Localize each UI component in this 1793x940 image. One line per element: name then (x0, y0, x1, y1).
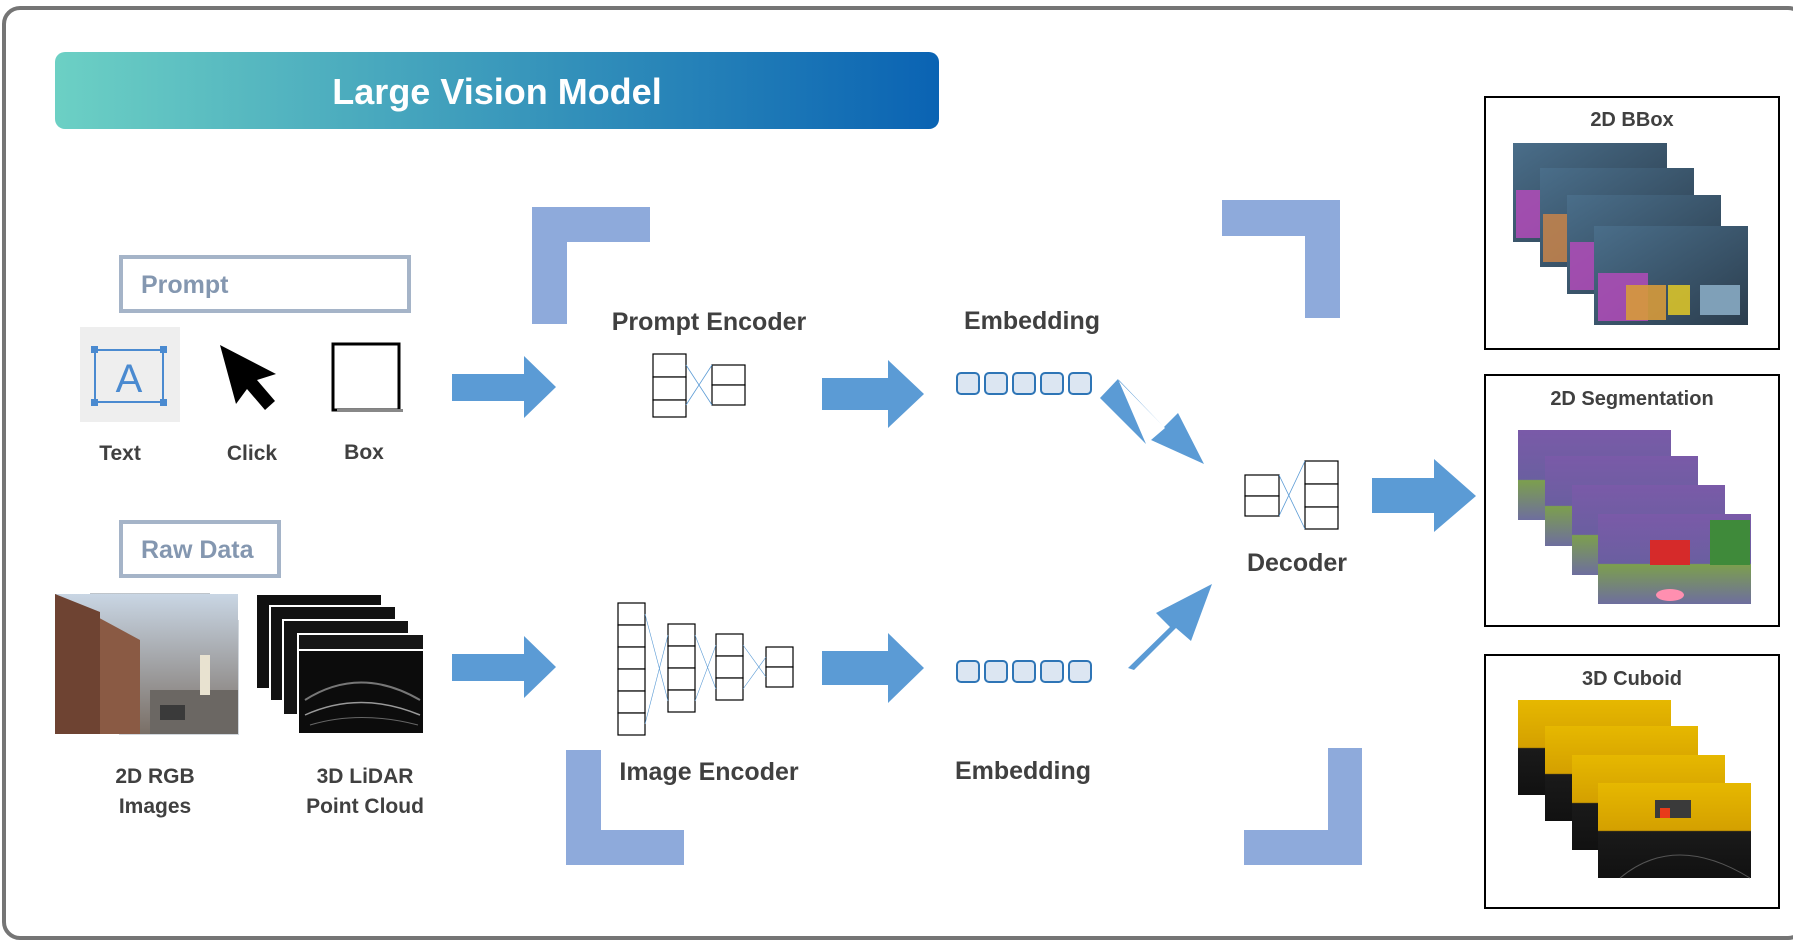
box-icon (331, 342, 403, 412)
prompt-label-box: Prompt (119, 255, 411, 313)
arrow-raw-to-encoder (452, 636, 556, 698)
output-2d-segmentation: 2D Segmentation (1484, 374, 1780, 627)
title-banner: Large Vision Model (55, 52, 939, 129)
output-2d-bbox-label: 2D BBox (1590, 109, 1673, 131)
encoder-bracket-bottom (566, 750, 684, 865)
embedding-top-token-3 (1012, 372, 1036, 395)
arrow-top-embedding-to-decoder (1100, 379, 1204, 464)
rgb-label-line2: Images (119, 795, 191, 818)
rgb-label-line1: 2D RGB (115, 765, 194, 788)
decoder-bracket-bottom (1244, 748, 1362, 865)
output-3d-cuboid: 3D Cuboid (1484, 654, 1780, 909)
cursor-icon (220, 345, 276, 410)
embedding-bottom-token-3 (1012, 660, 1036, 683)
lidar-icon (255, 593, 425, 735)
embedding-bottom-token-1 (956, 660, 980, 683)
click-item-label: Click (227, 442, 278, 465)
decoder-network (1244, 460, 1339, 530)
output-2d-bbox: 2D BBox (1484, 96, 1780, 350)
text-item-label: Text (99, 442, 141, 465)
raw-data-label-box: Raw Data (119, 520, 281, 578)
embedding-top-token-4 (1040, 372, 1064, 395)
prompt-encoder-network (652, 353, 746, 418)
embedding-bottom-token-5 (1068, 660, 1092, 683)
embedding-top-token-2 (984, 372, 1008, 395)
embedding-bottom-token-4 (1040, 660, 1064, 683)
lidar-label-line1: 3D LiDAR (317, 765, 414, 788)
image-encoder-label: Image Encoder (619, 758, 798, 786)
decoder-label: Decoder (1247, 549, 1347, 577)
cuboid-image-stack (1518, 700, 1751, 879)
prompt-encoder-label: Prompt Encoder (612, 308, 807, 336)
text-icon: A (80, 327, 180, 422)
embedding-top-token-1 (956, 372, 980, 395)
arrow-decoder-to-outputs (1372, 459, 1476, 532)
output-3d-cuboid-label: 3D Cuboid (1582, 668, 1682, 690)
title-text: Large Vision Model (332, 71, 661, 112)
bbox-image-stack (1513, 143, 1748, 325)
rgb-images-icon (55, 593, 239, 735)
embedding-bottom-label: Embedding (955, 757, 1091, 785)
embedding-bottom-tokens (956, 660, 1092, 683)
arrow-image-encoder-to-embedding (822, 633, 924, 703)
box-item-label: Box (344, 441, 384, 464)
embedding-bottom-token-2 (984, 660, 1008, 683)
encoder-bracket-top (532, 207, 650, 324)
segmentation-image-stack (1518, 430, 1751, 604)
decoder-bracket-top (1222, 200, 1340, 318)
text-icon-glyph: A (116, 357, 143, 401)
arrow-prompt-to-encoder (452, 356, 556, 418)
embedding-top-label: Embedding (964, 307, 1100, 335)
outer-frame (2, 6, 1793, 940)
output-2d-segmentation-label: 2D Segmentation (1550, 388, 1713, 410)
lidar-label-line2: Point Cloud (306, 795, 424, 818)
arrow-prompt-encoder-to-embedding (822, 360, 924, 428)
arrow-bottom-embedding-to-decoder (1128, 584, 1212, 670)
embedding-top-token-5 (1068, 372, 1092, 395)
prompt-label: Prompt (141, 271, 229, 299)
image-encoder-network (617, 602, 794, 736)
raw-data-label: Raw Data (141, 536, 255, 564)
embedding-top-tokens (956, 372, 1092, 395)
